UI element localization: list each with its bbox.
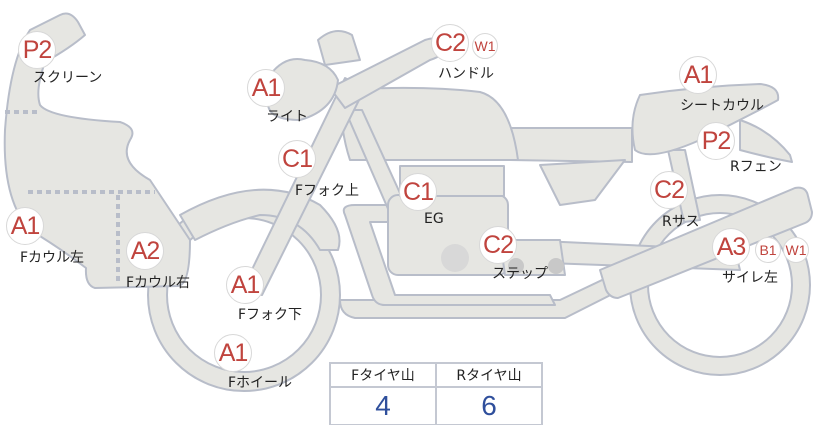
rear-fender-shape [739, 119, 793, 163]
header-rear-tire: Rタイヤ山 [435, 362, 543, 388]
label-step: ステップ [492, 266, 548, 282]
label-handle: ハンドル [438, 66, 494, 82]
grade-badge-seat-cowl: A1 [679, 56, 717, 94]
label-silencer-left: サイレ左 [722, 270, 778, 286]
label-engine: EG [424, 211, 444, 227]
grade-badge-rear-suspension: C2 [650, 171, 688, 209]
grade-badge-step: C2 [479, 226, 517, 264]
grade-badge-silencer: A3 [712, 228, 750, 266]
header-front-tire: Fタイヤ山 [329, 362, 437, 388]
seat-cowl-shape [631, 83, 780, 156]
value-rear-tire: 6 [435, 386, 543, 425]
tire-tread-table: Fタイヤ山 Rタイヤ山 4 6 [329, 362, 543, 425]
grade-badge-light: A1 [247, 69, 285, 107]
grade-badge-screen: P2 [18, 31, 56, 69]
grade-badge-silencer-w: W1 [783, 237, 809, 263]
grade-badge-engine: C1 [399, 173, 437, 211]
grade-badge-silencer-b: B1 [755, 237, 781, 263]
label-rear-fender: Rフェン [730, 159, 782, 175]
label-rear-suspension: Rサス [662, 214, 700, 230]
label-screen: スクリーン [33, 70, 103, 86]
grade-badge-rear-fender: P2 [697, 122, 735, 160]
grade-badge-handle-w: W1 [472, 33, 498, 59]
grade-badge-handle: C2 [431, 24, 469, 62]
label-seat-cowl: シートカウル [680, 98, 764, 114]
label-fork-upper: Fフォク上 [295, 183, 360, 199]
grade-badge-front-wheel: A1 [214, 334, 252, 372]
label-front-cowl-left: Fカウル左 [20, 250, 85, 266]
headlight-shape [267, 58, 339, 121]
silencer-shape [599, 186, 813, 299]
grade-badge-front-cowl-right: A2 [126, 232, 164, 270]
grade-badge-fork-upper: C1 [278, 140, 316, 178]
label-front-cowl-right: Fカウル右 [126, 275, 191, 291]
label-light: ライト [266, 109, 308, 125]
value-front-tire: 4 [329, 386, 437, 425]
label-fork-lower: Fフォク下 [238, 307, 303, 323]
grade-badge-fork-lower: A1 [226, 266, 264, 304]
grade-badge-front-cowl-left: A1 [6, 207, 44, 245]
label-front-wheel: Fホイール [228, 375, 293, 391]
